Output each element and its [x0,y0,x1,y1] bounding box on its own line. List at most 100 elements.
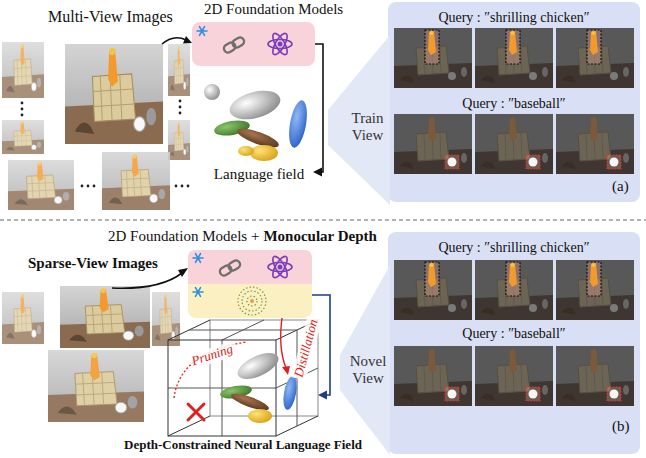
node-text: Depth-Constrained Neural Language Field [103,438,383,453]
ellipsis-dots [175,185,178,188]
model-box-fill [242,291,262,311]
model-box: 2D Foundation Models +Monocular Depth [188,250,312,318]
panel-fill [388,2,640,202]
model-box-fill [238,287,266,315]
input-arrow [162,38,186,44]
model-box-fill [250,299,254,303]
model-box-fill [188,250,312,284]
node-text: Query : ″shrilling chicken″ [388,240,640,256]
ellipsis-dots [21,108,24,111]
render-thumbnail [475,260,553,320]
distill-arrow [281,318,286,368]
distill-arrow [281,318,290,375]
view-funnel: Train View [328,35,390,205]
input-arrow [178,268,188,277]
pruning-mark [188,404,204,420]
node-text: Query : ″baseball″ [388,96,640,112]
photo [65,44,163,144]
node-text: Query : ″baseball″ [388,326,640,342]
step-label: Pruning [187,341,236,370]
gaussian-blobs [281,375,299,411]
node-text: 2D Foundation Models + [108,228,259,244]
separator [0,220,646,221]
gaussian-blobs [204,84,310,161]
gaussian-blobs [248,409,272,423]
gaussian-blobs [219,348,299,423]
render-thumbnail [556,114,634,174]
render-thumbnail [394,260,472,320]
render-thumbnail [394,28,472,88]
model-box-fill [188,250,312,318]
ellipsis-dots [21,114,24,117]
render-thumbnail [475,346,553,406]
photo [2,42,44,98]
node-text: Monocular Depth [263,228,376,244]
result-panel: Query : ″shrilling chicken″ Query : ″base… [388,2,640,202]
connector [313,44,323,177]
photo [168,44,190,96]
model-box-fill [238,287,266,315]
ellipsis-dots [81,185,84,188]
node-text: Novel View [346,353,390,388]
view-funnel: Novel View [340,265,390,455]
funnel-shape [340,265,390,455]
model-box-fill [268,254,292,279]
arrow-head [318,391,327,400]
result-panel: Query : ″shrilling chicken″ Query : ″base… [388,232,640,454]
gaussian-blobs [286,99,310,149]
language-field: Language field [205,84,313,184]
input-arrow [112,268,188,288]
render-thumbnail [394,346,472,406]
ellipsis-dots [179,106,182,109]
panel-tag: (b) [612,418,630,435]
photo [2,292,44,344]
render-thumbnail [475,114,553,174]
render-thumbnail [475,28,553,88]
node-text: Query : ″shrilling chicken″ [388,10,640,26]
model-box: 2D Foundation Models [192,22,315,66]
step-label: Distillation [291,315,322,380]
model-box-fill [192,22,315,66]
ellipsis-dots [93,185,96,188]
funnel-shape [328,35,390,205]
model-box-fill [197,27,207,36]
photo [168,120,190,160]
render-thumbnail [556,346,634,406]
gaussian-blobs [227,86,284,125]
distill-arrow [282,366,290,375]
gaussian-blobs [238,146,254,156]
photo [2,42,190,210]
figure-label: Multi-View Images [48,8,173,26]
ellipsis-dots [181,185,184,188]
gaussian-blobs [250,145,278,161]
photo [60,286,150,348]
node-heading: 2D Foundation Models +Monocular Depth [108,228,377,245]
render-thumbnail [556,260,634,320]
ellipsis-dots [87,185,90,188]
render-thumbnail [556,28,634,88]
ellipsis-dots [179,112,182,115]
panel-fill [388,232,640,454]
input-arrow [112,273,182,288]
model-box-fill [222,36,245,54]
ellipsis-dots [21,102,24,105]
ellipsis-dots [179,100,182,103]
node-text: Language field [199,166,319,183]
ellipsis-dots [187,185,190,188]
node-text: 2D Foundation Models [204,1,394,18]
connector [312,295,330,400]
photo [2,286,180,422]
input-arrow [183,36,192,44]
gaussian-blobs [234,348,282,385]
figure-label: Sparse-View Images [28,255,158,272]
photo [48,350,144,422]
voxel-cube [168,340,276,436]
model-box-fill [188,250,312,318]
gaussian-blobs [204,84,220,100]
voxel-cube [168,340,276,436]
render-thumbnail [394,114,472,174]
photo [8,160,74,210]
ellipsis-dots [21,100,190,188]
model-box-fill [218,259,241,277]
